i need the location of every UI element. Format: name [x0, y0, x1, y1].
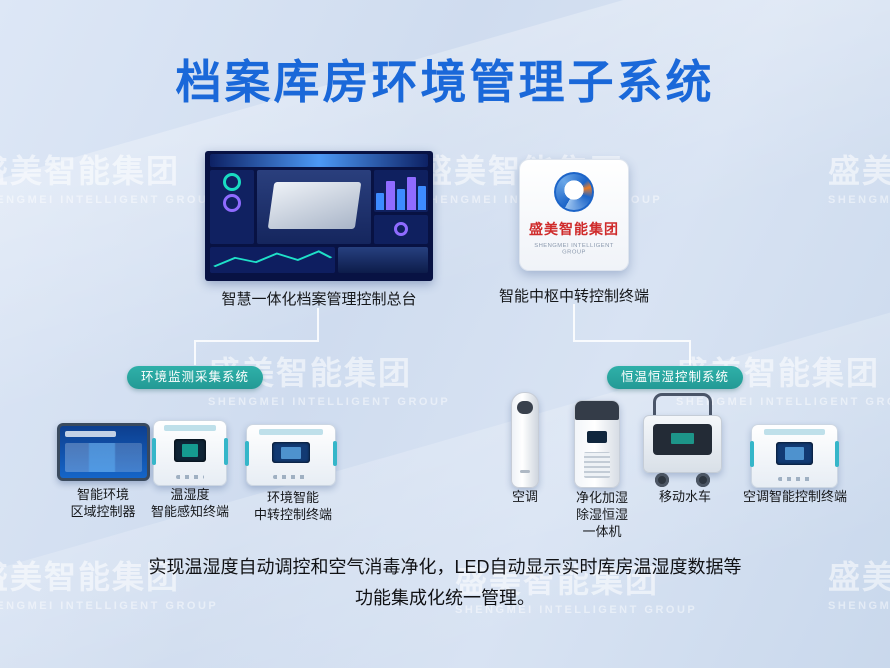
device-screen [587, 431, 607, 443]
dashboard-line-chart [210, 247, 336, 273]
device-buttons [777, 477, 812, 481]
watermark-subtext: SHENGMEI INTELLIGENT GROUP [208, 396, 451, 408]
device-accent [333, 440, 337, 466]
device-smart-environment-area-controller [57, 423, 150, 481]
device-temp-humidity-sensor-terminal [152, 420, 228, 486]
watermark: 盛美智能集团 SHENGMEI INTELLIGENT GROUP [0, 146, 218, 206]
gauge-icon [223, 194, 241, 212]
cart-handle [653, 393, 712, 419]
dashboard-donut-chart [374, 214, 428, 244]
device-label: 空调智能控制终端 [742, 489, 847, 504]
device-screen [775, 442, 814, 465]
device-accent [152, 437, 156, 465]
device-label: 净化加湿 除湿恒湿 一体机 [575, 490, 628, 539]
device-accent [750, 441, 754, 468]
device-label: 空调 [511, 489, 538, 504]
gauge-icon [223, 173, 241, 191]
hub-brand-text: 盛美智能集团 [529, 221, 619, 237]
cart-wheel [655, 473, 669, 487]
device-label: 温湿度 智能感知终端 [150, 487, 229, 519]
device-environment-relay-control-terminal [245, 424, 337, 486]
hub-label: 智能中枢中转控制终端 [499, 288, 650, 305]
brand-logo-icon [554, 172, 594, 212]
device-screen [174, 438, 206, 462]
device-label-strip [164, 425, 216, 432]
device-ac-smart-control-terminal [750, 424, 839, 488]
dashboard-header-bar [210, 154, 428, 167]
bar [376, 192, 385, 210]
device-label-strip [259, 429, 323, 435]
hub-brand-subtext: SHENGMEI INTELLIGENT GROUP [534, 242, 614, 256]
device-label-strip [763, 429, 826, 435]
group-pill-hvac: 恒温恒湿控制系统 [607, 366, 743, 389]
device-accent [245, 440, 249, 466]
bar [417, 186, 427, 210]
watermark-subtext: SHENGMEI INTELLIGENT GROUP [828, 194, 890, 206]
device-air-conditioner [511, 392, 539, 488]
bar [407, 176, 416, 210]
dashboard-3d-room [257, 170, 371, 244]
group-pill-monitoring: 环境监测采集系统 [127, 366, 263, 389]
device-accent [224, 437, 228, 465]
device-mobile-water-cart [643, 393, 722, 487]
watermark-subtext: SHENGMEI INTELLIGENT GROUP [0, 194, 219, 206]
bar [386, 181, 395, 210]
device-label: 智能环境 区域控制器 [70, 487, 136, 519]
device-screen [60, 426, 147, 478]
watermark: 盛美智能集团 SHENGMEI INTELLIGENT GROUP [828, 146, 890, 206]
dashboard-photo-panel [338, 247, 428, 273]
console-label: 智慧一体化档案管理控制总台 [221, 291, 417, 308]
device-buttons [175, 474, 205, 479]
page-title: 档案库房环境管理子系统 [175, 56, 715, 108]
device-label: 移动水车 [658, 489, 711, 504]
device-label: 环境智能 中转控制终端 [253, 490, 332, 522]
dashboard-bar-chart [374, 170, 428, 212]
watermark-text: 盛美智能集团 [828, 153, 890, 189]
donut-icon [394, 222, 408, 237]
console-dashboard-screenshot [205, 151, 433, 281]
bar [396, 189, 406, 210]
cart-body [643, 415, 722, 473]
footer-text: 实现温湿度自动调控和空气消毒净化，LED自动显示实时库房温湿度数据等 功能集成化… [148, 557, 742, 608]
device-buttons [273, 475, 309, 479]
cart-wheel [696, 473, 710, 487]
device-accent [835, 441, 839, 468]
watermark-text: 盛美智能集团 [0, 153, 181, 189]
device-screen [653, 423, 712, 456]
hub-device: 盛美智能集团 SHENGMEI INTELLIGENT GROUP [519, 159, 629, 271]
dashboard-gauge-panel [210, 170, 254, 244]
device-purifier-humidifier-unit [574, 400, 620, 488]
device-screen [271, 441, 311, 464]
